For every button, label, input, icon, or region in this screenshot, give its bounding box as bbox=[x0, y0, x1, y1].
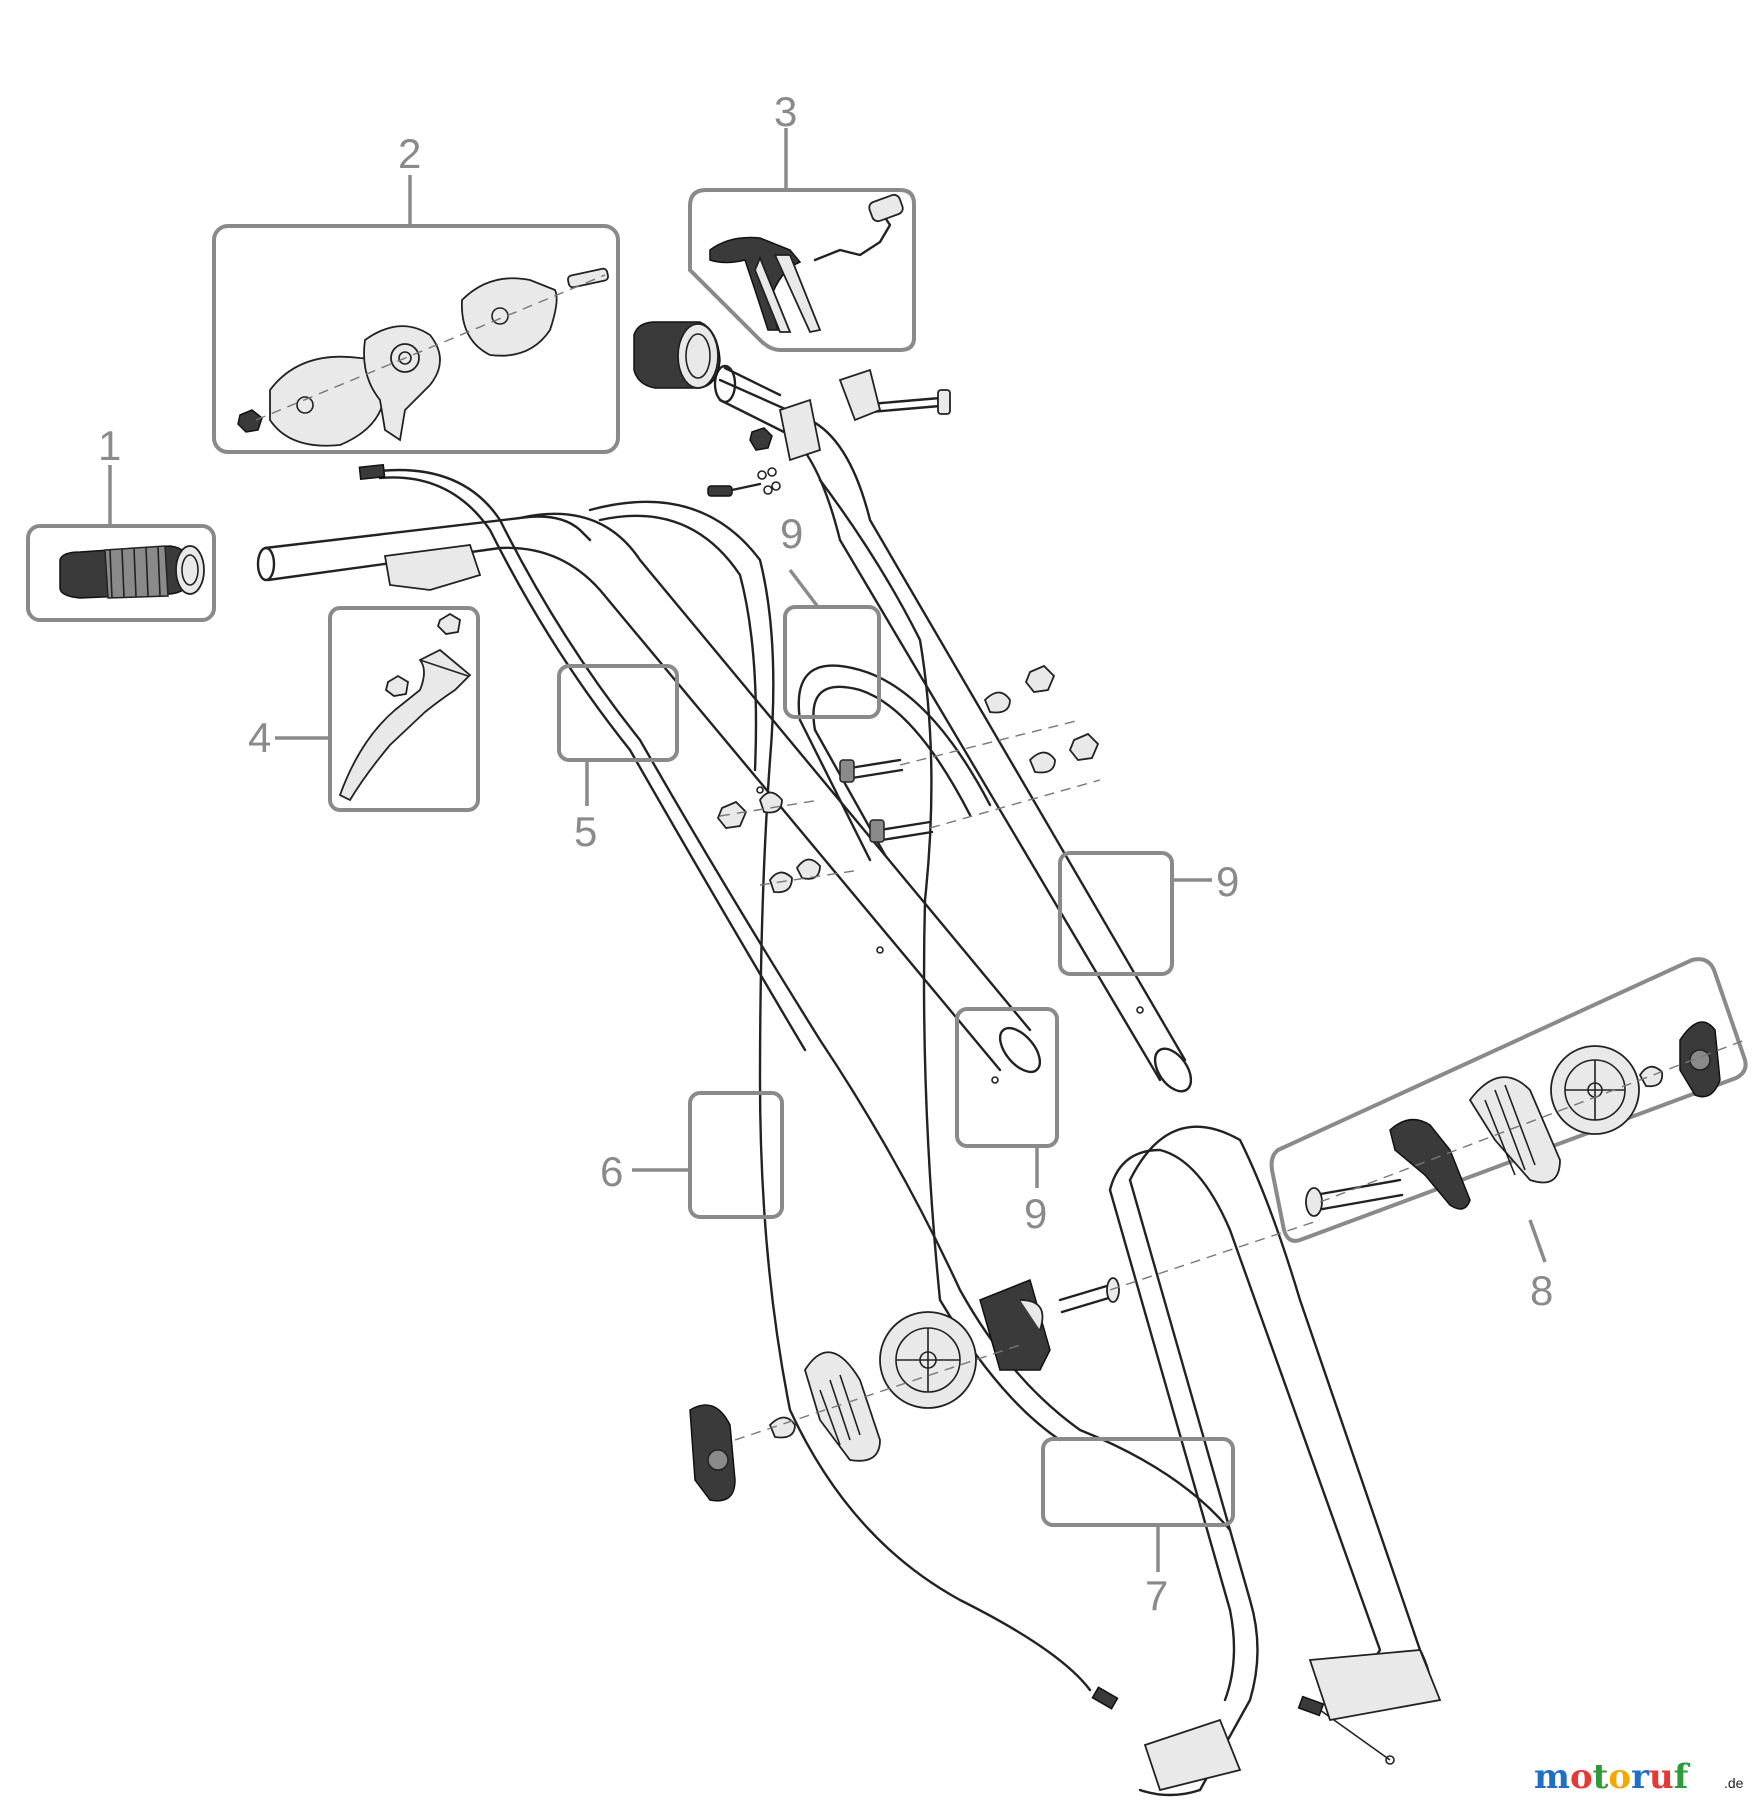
control-cables bbox=[358, 463, 1395, 1765]
part-5-box bbox=[557, 664, 679, 762]
svg-text:motoruf: motoruf bbox=[1534, 1757, 1691, 1797]
lower-knob bbox=[689, 1404, 736, 1502]
callout-1: 1 bbox=[98, 422, 121, 469]
callout-2: 2 bbox=[398, 130, 421, 177]
callout-8: 8 bbox=[1530, 1267, 1553, 1314]
callout-4: 4 bbox=[248, 714, 271, 761]
part-2-throttle-assembly bbox=[212, 224, 620, 454]
part-4-brake-lever bbox=[328, 606, 480, 812]
hardware bbox=[689, 368, 1321, 1502]
part-9-box-right bbox=[1058, 851, 1174, 976]
part-6-box bbox=[688, 1091, 784, 1219]
upper-grip-sleeve bbox=[633, 321, 721, 389]
part-9-box-upper bbox=[783, 605, 881, 719]
watermark-letter-t: t bbox=[1593, 1757, 1609, 1797]
watermark-letter-o1: o bbox=[1570, 1757, 1593, 1797]
part-9-box-lower bbox=[955, 1007, 1059, 1148]
part-3-lever-spring bbox=[688, 188, 916, 352]
callout-7: 7 bbox=[1145, 1572, 1168, 1619]
lower-adjust-wheel bbox=[879, 1311, 977, 1409]
watermark-letter-r: r bbox=[1631, 1757, 1650, 1797]
watermark-letter-u: u bbox=[1649, 1757, 1674, 1797]
lower-frame bbox=[1108, 1125, 1442, 1797]
callout-5: 5 bbox=[574, 808, 597, 855]
callout-6: 6 bbox=[600, 1148, 623, 1195]
watermark-letter-f: f bbox=[1674, 1757, 1691, 1797]
callout-8-leader bbox=[1528, 1219, 1547, 1263]
callout-9a: 9 bbox=[780, 510, 803, 557]
callout-3: 3 bbox=[774, 88, 797, 135]
callout-9a-leader bbox=[788, 568, 820, 609]
callout-9b: 9 bbox=[1216, 858, 1239, 905]
callout-9c: 9 bbox=[1024, 1190, 1047, 1237]
watermark-letter-o2: o bbox=[1608, 1757, 1631, 1797]
lower-ratchet-block bbox=[804, 1351, 881, 1462]
watermark-tld: .de bbox=[1724, 1775, 1744, 1791]
motoruf-watermark: motoruf .de bbox=[1534, 1757, 1744, 1797]
part-1-grip bbox=[26, 524, 216, 622]
part-7-box bbox=[1041, 1437, 1235, 1527]
watermark-letter-m: m bbox=[1534, 1757, 1570, 1797]
part-8-adjustment-kit bbox=[1269, 957, 1748, 1243]
